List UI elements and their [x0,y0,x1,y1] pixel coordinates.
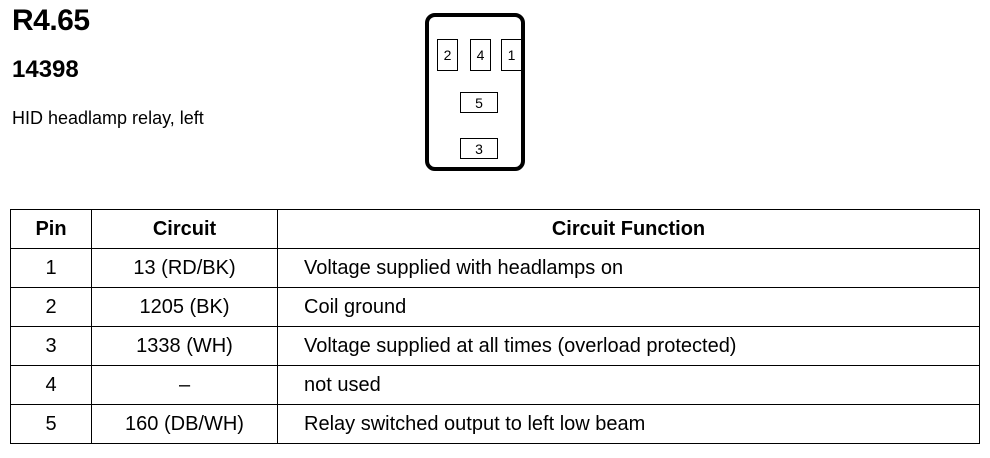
cell-function: Relay switched output to left low beam [277,404,980,444]
connector-pin-2: 2 [437,39,458,71]
header-circuit-function: Circuit Function [277,209,980,249]
connector-pin-3: 3 [460,138,498,159]
cell-pin: 3 [10,326,92,366]
cell-pin: 5 [10,404,92,444]
table-row: 1 13 (RD/BK) Voltage supplied with headl… [10,248,980,288]
table-row: 2 1205 (BK) Coil ground [10,287,980,327]
part-number: 14398 [12,56,79,83]
table-header-row: Pin Circuit Circuit Function [10,209,980,249]
cell-function: Voltage supplied at all times (overload … [277,326,980,366]
component-code: R4.65 [12,4,90,37]
cell-pin: 1 [10,248,92,288]
cell-circuit: 1338 (WH) [91,326,278,366]
table-row: 3 1338 (WH) Voltage supplied at all time… [10,326,980,366]
cell-circuit: 160 (DB/WH) [91,404,278,444]
cell-function: Coil ground [277,287,980,327]
connector-face-diagram: 2 4 1 5 3 [425,13,525,171]
cell-circuit: 13 (RD/BK) [91,248,278,288]
cell-pin: 4 [10,365,92,405]
cell-pin: 2 [10,287,92,327]
cell-circuit: – [91,365,278,405]
connector-pin-4: 4 [470,39,491,71]
component-description: HID headlamp relay, left [12,108,204,128]
pinout-table: Pin Circuit Circuit Function 1 13 (RD/BK… [10,209,980,444]
cell-function: Voltage supplied with headlamps on [277,248,980,288]
header-circuit: Circuit [91,209,278,249]
connector-pin-5: 5 [460,92,498,113]
connector-pin-1: 1 [501,39,522,71]
table-row: 5 160 (DB/WH) Relay switched output to l… [10,404,980,444]
cell-function: not used [277,365,980,405]
header-pin: Pin [10,209,92,249]
cell-circuit: 1205 (BK) [91,287,278,327]
table-row: 4 – not used [10,365,980,405]
